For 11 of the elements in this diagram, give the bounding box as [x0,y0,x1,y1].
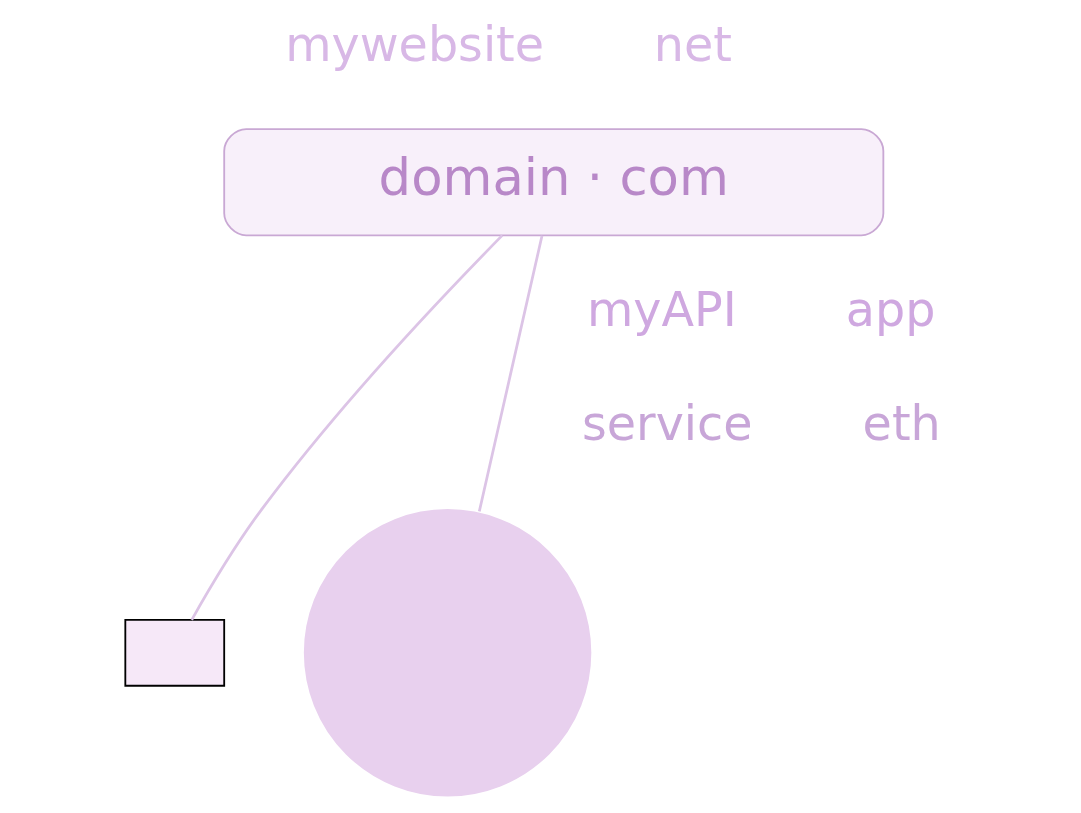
node-circle [302,507,594,799]
label: service [582,396,753,452]
label: mywebsite [285,16,545,72]
label: eth [862,396,941,452]
label: myAPI [586,282,737,338]
node-box [124,618,226,687]
connector [190,234,504,621]
label: app [845,282,936,338]
node-box: domain · com [223,128,885,237]
label: net [653,16,732,72]
connector [477,235,544,512]
